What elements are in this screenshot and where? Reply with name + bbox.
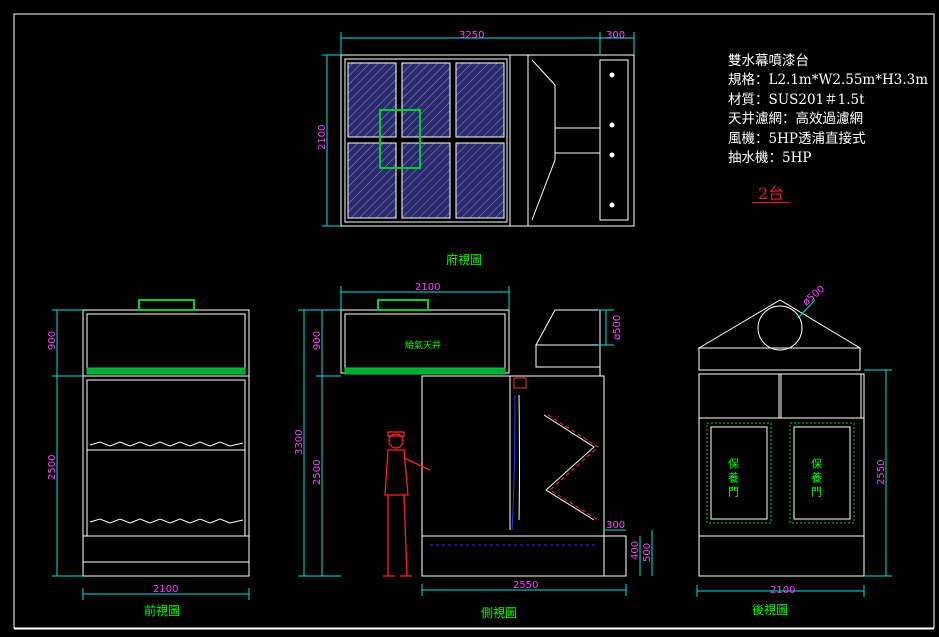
spec-line-fan: 風機：5HP透浦直接式	[728, 130, 866, 147]
operator-figure	[383, 431, 431, 577]
side-view-dims	[298, 286, 653, 596]
top-view-inner	[344, 58, 508, 223]
label-maintenance-door-left: 保養門	[727, 457, 740, 500]
front-view	[82, 299, 250, 577]
drawing-border	[13, 13, 935, 629]
dim-top-depth: 2100	[317, 125, 328, 150]
filter-panels	[347, 62, 505, 219]
label-maintenance-door-right: 保養門	[810, 457, 823, 500]
label-ceiling-air: 給氣天井	[405, 339, 441, 351]
dim-side-top-width: 2100	[415, 282, 440, 293]
exhaust-fan-circle	[757, 305, 803, 351]
quantity-underline	[752, 202, 790, 203]
rear-view	[697, 299, 865, 577]
dim-fan-dia: ø500	[801, 284, 827, 309]
dim-top-side: 300	[606, 30, 625, 41]
dim-rear-height: 2550	[876, 460, 887, 485]
front-view-dims	[52, 309, 250, 600]
side-view	[340, 299, 627, 577]
spec-line-filter: 天井濾網：高效過濾網	[728, 111, 863, 128]
label-rear-view: 後視圖	[752, 602, 788, 617]
dim-side-width: 2550	[513, 580, 538, 591]
spec-block: 雙水幕噴漆台 規格：L2.1m*W2.55m*H3.3m 材質：SUS201＃1…	[728, 52, 928, 168]
maintenance-door-labels: 保養門 保養門	[727, 457, 823, 500]
spec-line-size: 規格：L2.1m*W2.55m*H3.3m	[728, 72, 929, 89]
dim-side-400: 400	[630, 541, 641, 560]
dim-side-body: 2500	[312, 460, 323, 485]
spec-line-pump: 抽水機：5HP	[728, 150, 812, 167]
top-view	[340, 54, 635, 227]
spec-title: 雙水幕噴漆台	[728, 53, 809, 69]
label-top-view: 府視圖	[446, 252, 482, 267]
dim-front-top: 900	[47, 331, 58, 350]
top-fan-opening	[379, 109, 421, 169]
top-view-outline	[340, 54, 635, 227]
label-side-view: 側視圖	[481, 605, 517, 620]
top-curtain-funnel	[531, 59, 556, 221]
label-front-view: 前視圖	[144, 603, 180, 618]
dim-rear-width: 2100	[770, 585, 795, 596]
dim-side-500: 500	[642, 543, 653, 562]
dim-side-top: 900	[312, 331, 323, 350]
dim-front-width: 2100	[153, 584, 178, 595]
quantity-note: 2台	[758, 184, 785, 203]
dim-side-step: 300	[606, 520, 625, 531]
top-view-dims	[322, 32, 635, 227]
dim-duct-dia: ø500	[612, 315, 623, 340]
spec-line-material: 材質：SUS201＃1.5t	[728, 91, 865, 108]
dim-side-total: 3300	[294, 430, 305, 455]
dim-top-length: 3250	[459, 30, 484, 41]
rear-view-dims	[696, 299, 892, 597]
dim-front-body: 2500	[47, 455, 58, 480]
